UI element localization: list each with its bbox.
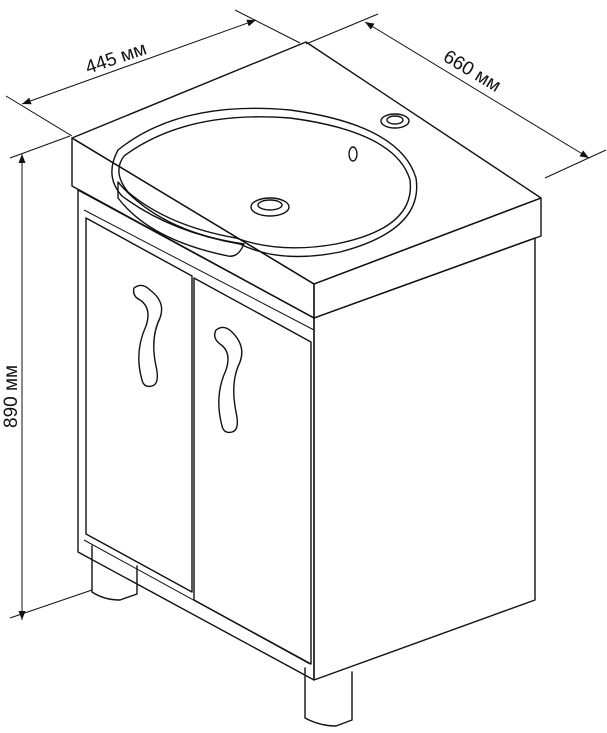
width-label: 445 мм xyxy=(83,38,150,78)
basin-bowl xyxy=(118,116,412,249)
front-leg xyxy=(304,667,353,727)
depth-label: 660 мм xyxy=(439,46,504,97)
left-door xyxy=(85,217,193,593)
drain-hole xyxy=(250,197,290,217)
back-left-leg xyxy=(91,545,138,601)
drain-inner xyxy=(257,199,283,211)
countertop-side-edge xyxy=(313,197,542,319)
basin-bowl-rim xyxy=(111,107,418,258)
right-door xyxy=(193,277,312,665)
left-door-handle xyxy=(132,284,163,388)
right-door-handle xyxy=(213,326,243,434)
faucet-hole xyxy=(380,113,410,129)
overflow-hole xyxy=(348,146,358,162)
height-dimension: 890 мм xyxy=(1,135,93,620)
cabinet-side-panel xyxy=(313,237,536,681)
height-label: 890 мм xyxy=(1,365,22,428)
faucet-hole-inner xyxy=(386,115,404,125)
basin-lip xyxy=(117,181,245,257)
depth-dimension: 660 мм xyxy=(305,13,607,179)
countertop-top xyxy=(71,41,542,285)
cabinet-front-frame xyxy=(77,189,315,681)
